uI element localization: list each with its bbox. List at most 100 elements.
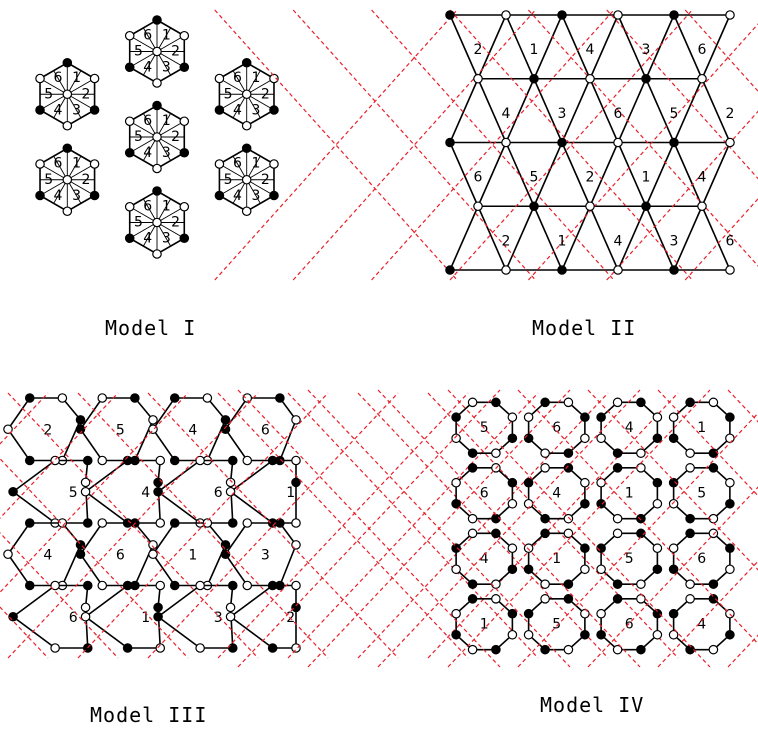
filled-vertex bbox=[62, 143, 73, 154]
open-vertex bbox=[155, 455, 166, 466]
filled-vertex bbox=[725, 543, 735, 554]
filled-vertex bbox=[557, 10, 567, 20]
open-vertex bbox=[685, 579, 695, 589]
open-vertex bbox=[613, 10, 623, 20]
face-label: 2 bbox=[261, 172, 270, 188]
open-vertex bbox=[636, 463, 646, 473]
tiling-edge bbox=[449, 14, 479, 80]
face-label: 1 bbox=[558, 233, 567, 249]
filled-vertex bbox=[652, 477, 663, 488]
open-vertex bbox=[540, 594, 550, 604]
open-vertex bbox=[668, 543, 679, 554]
filled-vertex bbox=[557, 265, 567, 275]
filled-vertex bbox=[267, 580, 278, 591]
face-label: 6 bbox=[143, 113, 152, 129]
tiling-edge bbox=[701, 142, 731, 207]
filled-vertex bbox=[669, 10, 679, 20]
face-label: 5 bbox=[625, 551, 634, 567]
face-label: 5 bbox=[134, 215, 143, 231]
filled-vertex bbox=[169, 393, 180, 403]
open-vertex bbox=[35, 159, 45, 169]
filled-vertex bbox=[169, 580, 180, 591]
filled-vertex bbox=[35, 190, 45, 201]
face-label: 2 bbox=[43, 423, 52, 439]
face-label: 1 bbox=[697, 420, 706, 436]
filled-vertex bbox=[153, 477, 163, 488]
filled-vertex bbox=[491, 644, 501, 655]
rosette-spoke bbox=[156, 136, 185, 154]
open-vertex bbox=[80, 602, 91, 613]
face-label: 1 bbox=[625, 485, 634, 501]
filled-vertex bbox=[491, 397, 501, 408]
tiling-edge bbox=[673, 78, 703, 143]
filled-vertex bbox=[179, 147, 190, 158]
open-vertex bbox=[612, 528, 623, 539]
filled-vertex bbox=[35, 105, 45, 115]
face-label: 3 bbox=[642, 42, 651, 58]
face-label: 1 bbox=[162, 198, 171, 214]
rosette-spoke bbox=[129, 51, 158, 68]
rosette-spoke bbox=[67, 93, 95, 111]
tiling-edge bbox=[449, 142, 479, 207]
face-label: 4 bbox=[502, 106, 511, 122]
rosette-spoke bbox=[156, 222, 185, 239]
filled-vertex bbox=[8, 611, 18, 622]
face-label: 4 bbox=[54, 188, 63, 204]
dashed-guide bbox=[214, 9, 458, 281]
filled-vertex bbox=[708, 594, 719, 604]
filled-vertex bbox=[124, 147, 135, 158]
tiling-edge bbox=[533, 142, 563, 207]
filled-vertex bbox=[445, 137, 455, 148]
face-label: 1 bbox=[286, 485, 295, 501]
open-vertex bbox=[725, 564, 735, 575]
model-2-caption: Model II bbox=[532, 316, 636, 340]
face-label: 4 bbox=[233, 102, 242, 118]
open-vertex bbox=[563, 644, 574, 655]
tiling-edge bbox=[645, 78, 675, 143]
filled-vertex bbox=[685, 528, 695, 539]
open-vertex bbox=[214, 159, 225, 169]
filled-vertex bbox=[227, 518, 238, 528]
filled-vertex bbox=[563, 463, 574, 473]
open-vertex bbox=[291, 518, 301, 528]
dashed-guide bbox=[292, 9, 536, 281]
filled-vertex bbox=[275, 518, 285, 528]
rosette-spoke bbox=[129, 120, 158, 138]
open-vertex bbox=[225, 611, 236, 622]
filled-vertex bbox=[445, 10, 455, 20]
tiling-edge bbox=[673, 205, 703, 271]
rosette-spoke bbox=[67, 179, 95, 196]
open-vertex bbox=[50, 580, 60, 591]
open-vertex bbox=[241, 120, 252, 131]
filled-vertex bbox=[652, 564, 663, 575]
filled-vertex bbox=[725, 412, 735, 423]
open-vertex bbox=[291, 415, 301, 425]
filled-vertex bbox=[152, 186, 162, 196]
open-vertex bbox=[451, 564, 461, 575]
open-vertex bbox=[225, 477, 236, 488]
face-label: 4 bbox=[552, 485, 561, 501]
tiling-edge bbox=[673, 142, 703, 207]
open-vertex bbox=[725, 137, 735, 148]
filled-vertex bbox=[227, 580, 238, 591]
dashed-guide bbox=[7, 392, 259, 659]
face-label: 1 bbox=[642, 170, 651, 186]
face-label: 3 bbox=[162, 231, 171, 247]
open-vertex bbox=[241, 206, 252, 217]
tiling-edge bbox=[617, 142, 647, 207]
face-label: 4 bbox=[233, 188, 242, 204]
face-label: 6 bbox=[214, 485, 223, 501]
open-vertex bbox=[124, 201, 135, 212]
open-vertex bbox=[451, 433, 461, 444]
face-label: 6 bbox=[625, 616, 634, 632]
filled-vertex bbox=[491, 528, 501, 539]
filled-vertex bbox=[152, 15, 162, 25]
open-vertex bbox=[507, 498, 518, 509]
open-vertex bbox=[636, 448, 646, 458]
tiling-edge bbox=[561, 14, 591, 80]
filled-vertex bbox=[523, 433, 534, 444]
open-vertex bbox=[467, 528, 478, 539]
open-vertex bbox=[540, 579, 550, 589]
open-vertex bbox=[725, 477, 735, 488]
